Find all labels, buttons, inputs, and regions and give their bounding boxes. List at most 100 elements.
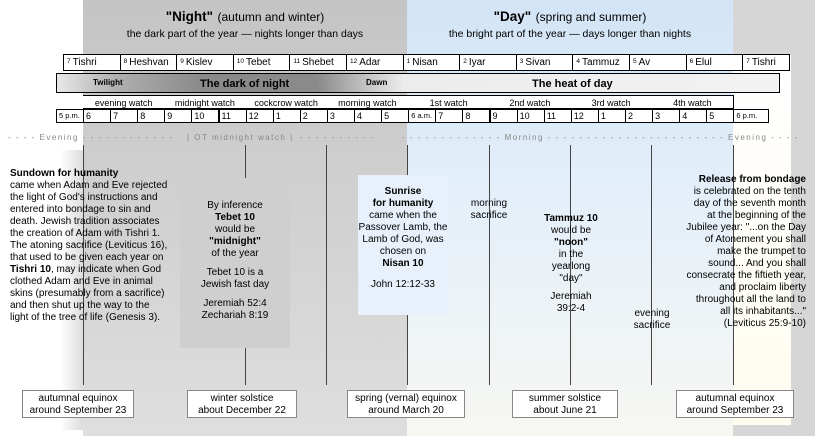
tammuz-line-5: yearlong: [551, 261, 591, 272]
season-event: spring (vernal) equinox: [355, 393, 457, 404]
day-night-bar: [56, 73, 780, 93]
tebet-line-1: By inference: [207, 200, 263, 211]
hour-cell: 4: [679, 109, 708, 123]
release-text-block: Release from bondage is celebrated on th…: [684, 174, 806, 330]
month-number: 4: [576, 58, 581, 65]
month-name: Sivan: [525, 57, 551, 68]
tebet-line-4: "midnight": [209, 236, 261, 247]
sunrise-body: came when the Passover Lamb, the Lamb of…: [358, 210, 448, 257]
morning-divider: - - - - - - - - - - - - - Morning - - - …: [402, 133, 654, 142]
heat-of-day-label: The heat of day: [532, 78, 613, 90]
month-number: 1: [406, 58, 411, 65]
month-name: Adar: [359, 57, 381, 68]
sundown-body-cont: , may indicate when God clothed Adam and…: [10, 264, 165, 323]
season-event: autumnal equinox: [695, 393, 775, 404]
month-number: 6: [689, 58, 694, 65]
month-number: 11: [293, 58, 301, 65]
tammuz-text: Tammuz 10 would be "noon" in the yearlon…: [533, 213, 609, 315]
sundown-title: Sundown for humanity: [10, 168, 119, 179]
day-title: "Day": [493, 9, 532, 24]
morning-sacrifice-label: morning sacrifice: [470, 198, 508, 221]
hour-cell: 5: [381, 109, 410, 123]
month-number: 7: [746, 58, 750, 65]
hour-cell: 10: [191, 109, 220, 123]
tammuz-line-7: Jeremiah: [550, 291, 592, 302]
hour-cell: 4: [354, 109, 383, 123]
hour-cell: 6 p.m.: [733, 109, 770, 123]
tebet-line-2: Tebet 10: [215, 212, 255, 223]
watch-cell: evening watch: [83, 95, 166, 109]
hour-cell: 3: [652, 109, 681, 123]
month-number: 3: [519, 58, 524, 65]
hour-cell: 10: [516, 109, 545, 123]
hour-cell: 1: [272, 109, 301, 123]
tammuz-line-1: Tammuz 10: [544, 213, 598, 224]
night-subtitle: the dark part of the year — nights longe…: [126, 28, 364, 40]
watch-cell: 1st watch: [408, 95, 491, 109]
season-event: winter solstice: [210, 393, 274, 404]
tebet-line-7: Jewish fast day: [200, 279, 270, 290]
month-number: 9: [180, 58, 184, 65]
tammuz-line-6: "day": [559, 273, 583, 284]
month-name: Av: [638, 57, 651, 68]
tammuz-line-8: 39:2-4: [556, 303, 586, 314]
month-number: 5: [633, 58, 637, 65]
tebet-text: By inference Tebet 10 would be "midnight…: [180, 200, 290, 322]
timeline-line-tishri-end: [733, 145, 734, 385]
month-name: Tebet: [246, 57, 271, 68]
timeline-line-morning: [489, 145, 490, 385]
timeline-line-evening: [651, 145, 652, 385]
month-name: Tishri: [72, 57, 97, 68]
dash-divider-mid: - - - - - - - - - -: [300, 133, 376, 142]
ot-midnight-divider: | OT midnight watch |: [187, 133, 294, 142]
day-paren: (spring and summer): [535, 10, 647, 24]
timeline-line-adar: [326, 145, 327, 385]
hour-cell: 5 p.m.: [56, 109, 84, 123]
release-body: is celebrated on the tenth day of the se…: [686, 186, 806, 329]
month-number: 7: [67, 58, 71, 65]
hour-cell: 8: [462, 109, 491, 123]
month-name: Nisan: [412, 57, 438, 68]
tebet-line-3: would be: [214, 224, 256, 235]
month-number: 10: [236, 58, 245, 65]
watch-cell: 3rd watch: [570, 95, 653, 109]
season-event: summer solstice: [528, 393, 602, 404]
month-name: Iyar: [468, 57, 486, 68]
tammuz-line-2: would be: [550, 225, 592, 236]
sunrise-text: Sunrise for humanity came when the Passo…: [358, 186, 448, 291]
hour-cell: 11: [218, 109, 247, 123]
season-date: around March 20: [368, 405, 444, 416]
month-name: Heshvan: [129, 57, 169, 68]
month-number: 2: [463, 58, 467, 65]
evening-divider-right: - - - - - - - - - Evening - - - -: [657, 133, 799, 142]
tammuz-line-4: in the: [558, 249, 584, 260]
hour-cell: 5: [706, 109, 735, 123]
sunrise-title-1: Sunrise: [384, 186, 422, 197]
month-name: Tishri: [751, 57, 776, 68]
sunrise-ref: John 12:12-33: [371, 279, 435, 290]
hour-cell: 6: [83, 109, 112, 123]
hour-cell: 8: [137, 109, 166, 123]
season-event: autumnal equinox: [38, 393, 118, 404]
tammuz-line-3: "noon": [554, 237, 588, 248]
watch-cell: 2nd watch: [489, 95, 572, 109]
season-date: about June 21: [533, 405, 597, 416]
dark-of-night-label: The dark of night: [200, 78, 290, 90]
hour-cell: 12: [570, 109, 599, 123]
sundown-text-block: Sundown for humanity came when Adam and …: [10, 168, 170, 324]
season-date: around September 23: [686, 405, 784, 416]
season-date: about December 22: [198, 405, 286, 416]
sunrise-title-2: for humanity: [372, 198, 434, 209]
twilight-label: Twilight: [93, 78, 123, 87]
